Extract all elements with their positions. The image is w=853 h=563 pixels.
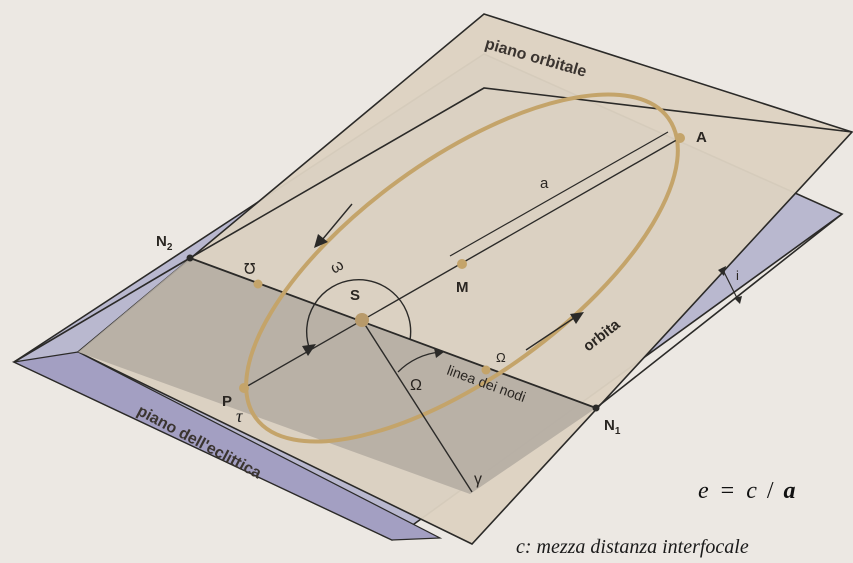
inclination-arrow-top [718,266,726,276]
omega-arc [305,278,412,351]
node-n2-label: N2 [156,233,173,253]
point-m-label: M [456,279,469,296]
point-p-label: P [222,393,232,410]
caption: c: mezza distanza interfocale [516,536,749,558]
ecliptic-band [11,351,443,541]
omega-arc-arrow [302,344,316,356]
orbital-plane-inner-edge [189,87,853,259]
gamma-direction-line [361,319,473,493]
node-n1-point [592,404,600,412]
eccentricity-formula: e = c / a [698,478,796,504]
inclination-label: i [736,268,739,283]
semi-major-axis-marker [449,131,669,257]
shaded-region [78,258,596,494]
inclination-arrow-bottom [734,296,742,304]
aphelion-point [675,133,685,143]
node-n2-point [186,254,194,262]
tau-label: τ [236,406,243,426]
descending-node-label: ℧ [244,261,255,278]
perihelion-point [239,383,249,393]
ascending-node-label: Ω [496,350,506,365]
orbit-direction-arrow-right [525,317,575,351]
capital-omega-arc-arrow [434,348,444,358]
descending-node-point [253,279,263,289]
orbit-ellipse [244,92,680,444]
orbit-direction-arrowhead-left [314,234,328,248]
orbit-direction-arrow-left [321,203,353,241]
orbital-edge-n1 [595,213,843,409]
ecliptic-edge-left [13,257,191,363]
orbit-direction-arrowhead-right [570,312,584,324]
point-s-label: S [350,287,360,304]
sun-point [355,313,369,327]
omega-capital-label: Ω [410,377,422,394]
node-n1-label: N1 [604,417,621,437]
ascending-node-point [481,365,491,375]
point-a-label: A [696,129,707,146]
gamma-label: γ [474,471,482,488]
center-point [457,259,467,269]
semi-major-axis-label: a [540,175,549,192]
